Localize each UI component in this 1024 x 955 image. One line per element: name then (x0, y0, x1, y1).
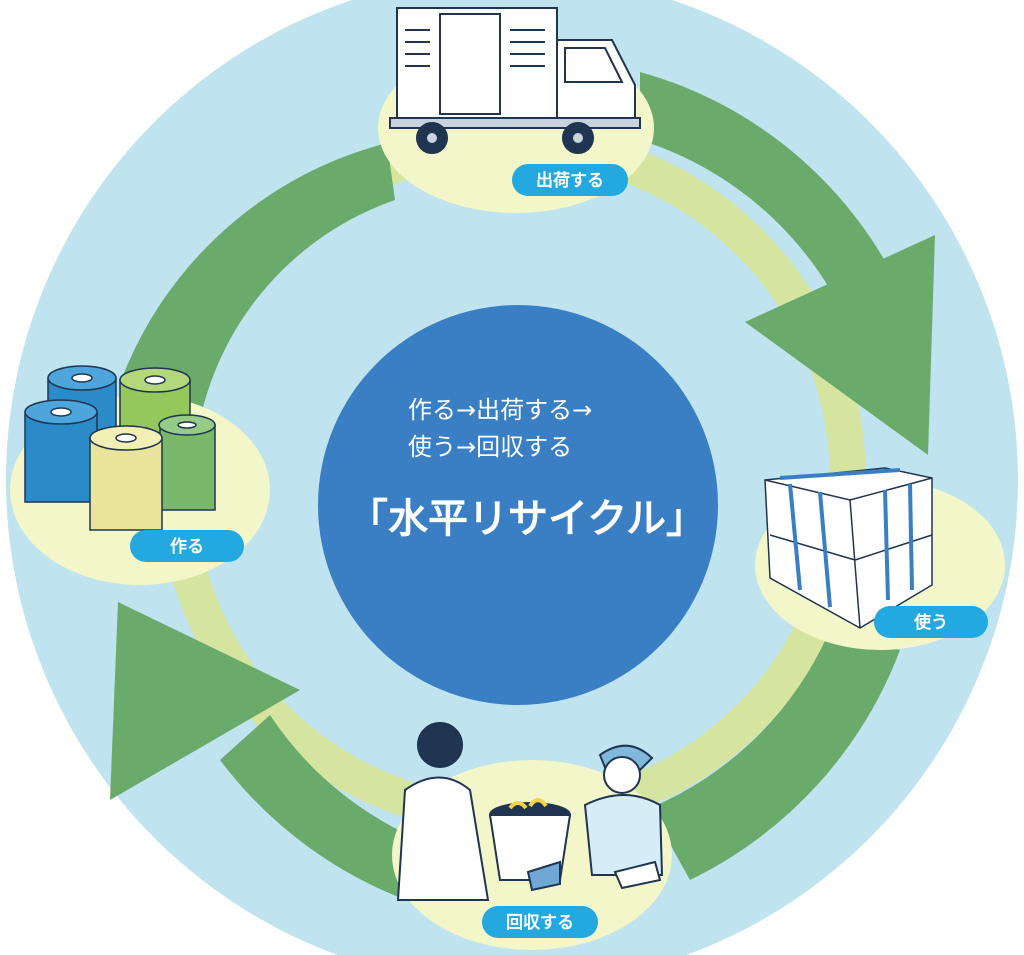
pill-collect-label: 回収する (506, 913, 574, 933)
center-line-1: 作る→出荷する→ (408, 396, 592, 424)
arrow-band-bottom-left (220, 715, 420, 905)
pill-ship (512, 164, 628, 196)
center-title: 「水平リサイクル」 (348, 496, 706, 542)
step-use: 使う (755, 467, 1005, 650)
collection-handover-icon (396, 722, 664, 901)
center-circle (318, 305, 718, 705)
arrow-band-top-left (122, 143, 395, 420)
step-ship: 出荷する (378, 7, 654, 213)
arrow-band-bottom-right (650, 630, 900, 880)
center-line-2: 使う→回収する (408, 433, 572, 461)
arrow-band-top-right (640, 72, 905, 340)
pill-ship-label: 出荷する (536, 170, 604, 191)
pill-use (874, 606, 988, 638)
pill-make-label: 作る (170, 536, 204, 557)
tape-rolls-icon (24, 365, 216, 531)
arrow-head-bottom-left (110, 602, 300, 800)
step-collect: 回収する (392, 722, 672, 950)
arrow-head-top-right (745, 235, 935, 455)
step-make: 作る (10, 365, 270, 585)
pill-make (130, 530, 244, 562)
pill-use-label: 使う (913, 612, 948, 633)
delivery-truck-icon (389, 7, 641, 154)
pill-collect (482, 906, 598, 938)
cycle-arrows (110, 72, 935, 905)
packed-boxes-icon (764, 467, 933, 629)
